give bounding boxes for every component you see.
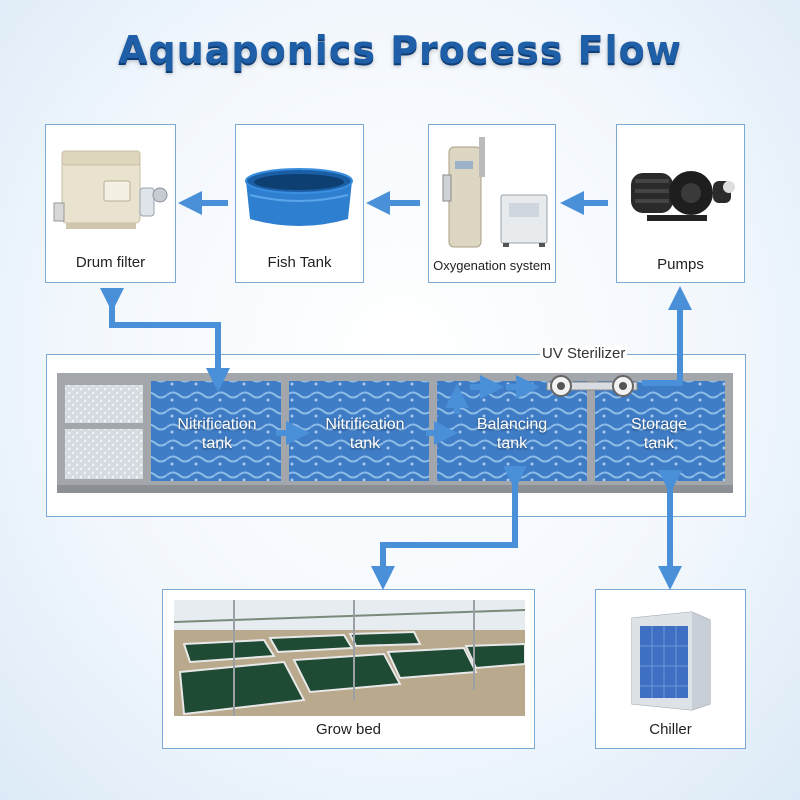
fish-tank-icon xyxy=(245,168,353,226)
arrow-drumfilter-to-nitrification xyxy=(100,288,230,392)
nitrification-tank-2-label: Nitrification tank xyxy=(325,416,405,452)
arrow-storage-to-pumps xyxy=(642,286,692,386)
oxygenation-box: Oxygenation system xyxy=(428,124,556,283)
drum-filter-label: Drum filter xyxy=(75,254,146,271)
page-title: Aquaponics Process Flow xyxy=(118,28,682,72)
oxygenation-system-icon xyxy=(442,137,548,248)
uv-sterilizer-icon xyxy=(546,375,638,397)
uv-sterilizer-label: UV Sterilizer xyxy=(540,345,628,362)
fish-tank-box: Fish Tank xyxy=(235,124,364,283)
nitrification-tank-1-label: Nitrification tank xyxy=(177,416,257,452)
pumps-box: Pumps xyxy=(616,124,745,283)
pumps-label: Pumps xyxy=(657,256,704,273)
balancing-tank-label: Balancing tank xyxy=(476,416,548,452)
drum-filter-icon xyxy=(53,150,168,229)
grow-bed-box: Grow bed xyxy=(162,589,535,749)
fish-tank-label: Fish Tank xyxy=(267,254,332,271)
drum-filter-box: Drum filter xyxy=(45,124,176,283)
tank-system-panel: UV Sterilizer Nitrification tank Nitrifi… xyxy=(46,345,746,517)
oxygenation-label: Oxygenation system xyxy=(433,258,551,273)
grow-bed-icon xyxy=(174,600,525,716)
pump-icon xyxy=(631,171,735,221)
chiller-label: Chiller xyxy=(649,721,692,738)
arrow-balancing-growbed xyxy=(371,466,527,590)
chiller-box: Chiller xyxy=(595,589,746,749)
storage-tank-label: Storage tank xyxy=(630,416,688,452)
chiller-icon xyxy=(631,611,711,711)
grow-bed-label: Grow bed xyxy=(315,721,382,738)
